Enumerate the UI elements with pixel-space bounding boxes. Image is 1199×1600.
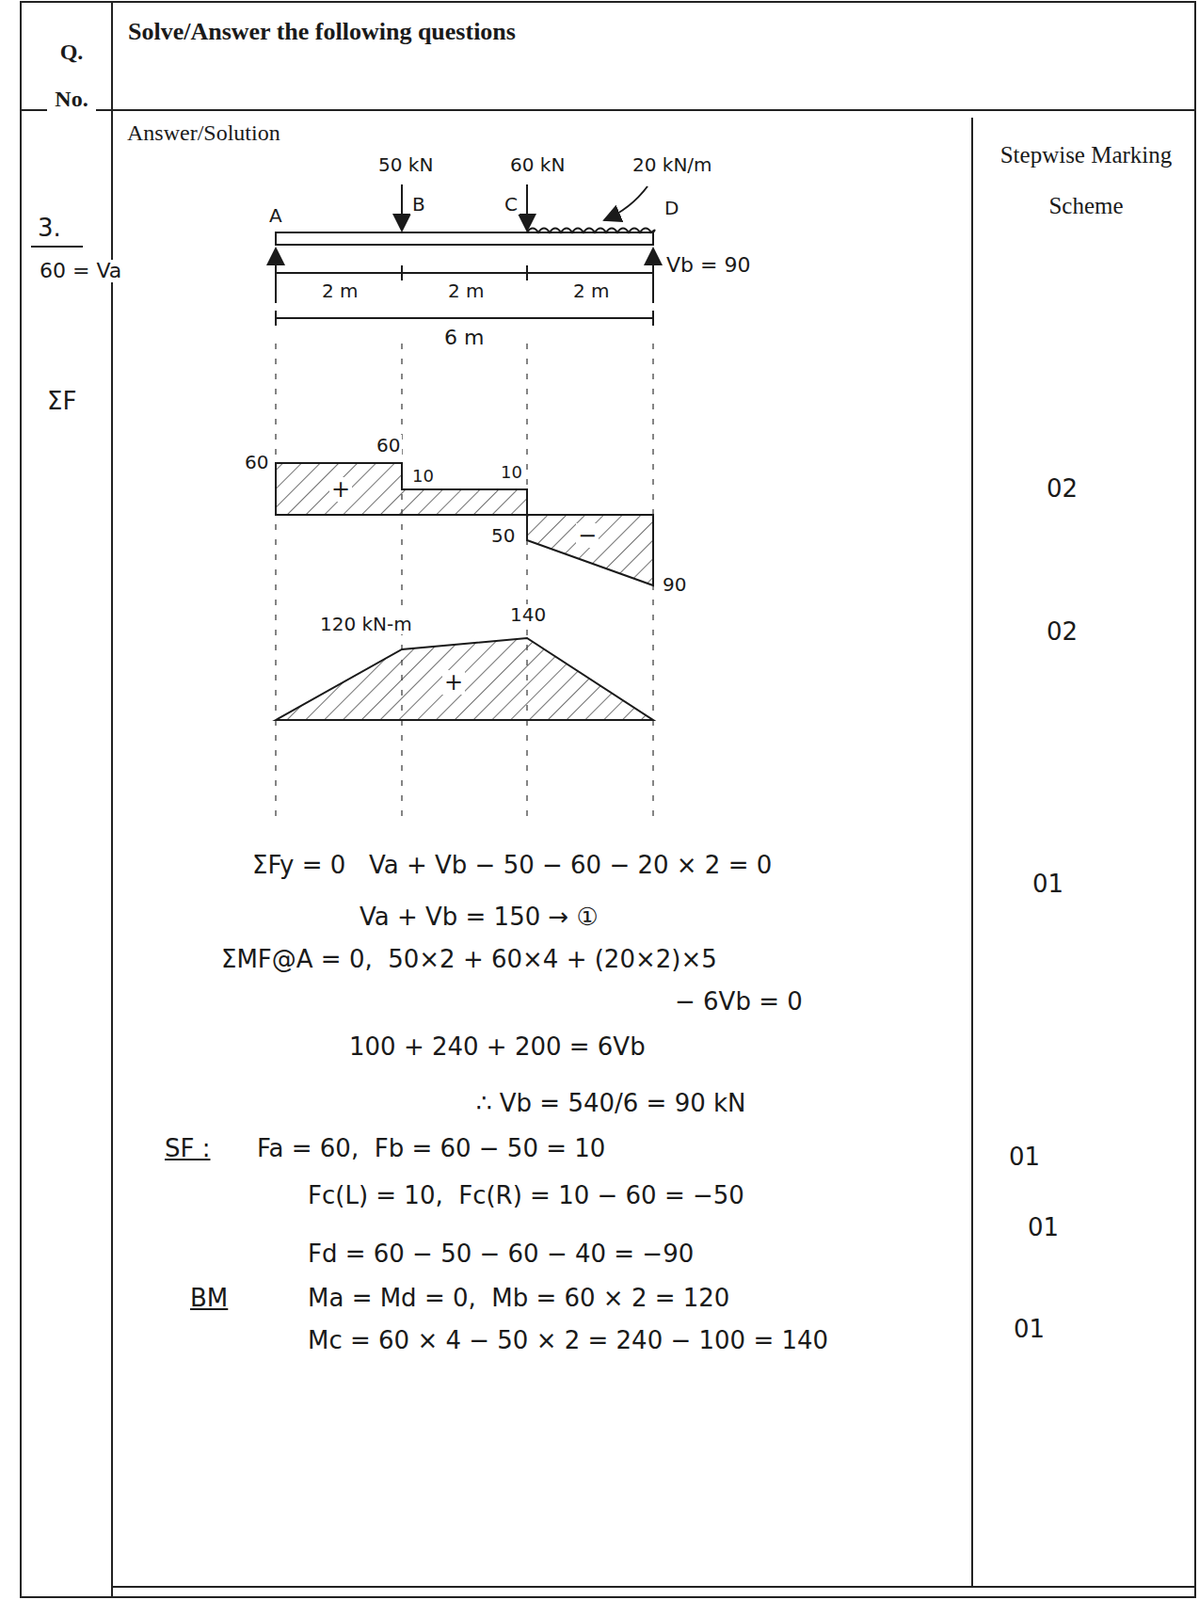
solution-text: SF :	[162, 1135, 212, 1163]
solution-text: ΣMF@A = 0, 50×2 + 60×4 + (20×2)×5	[219, 945, 720, 974]
solution-text: Va + Vb = 150 → ①	[357, 903, 601, 931]
diagram-label: 60 = Va	[37, 259, 124, 283]
solution-text: BM	[188, 1284, 230, 1312]
diagram-label: 10	[498, 463, 525, 482]
diagram-label: B	[410, 193, 428, 215]
question-number: 3.	[35, 214, 64, 242]
column-heading: Answer/Solution	[125, 120, 283, 145]
table-header: Q. No.	[47, 28, 96, 124]
diagram-label: C	[502, 193, 520, 215]
solution-text: Fa = 60, Fb = 60 − 50 = 10	[255, 1135, 608, 1163]
diagram-label: A	[267, 205, 285, 226]
diagram-label: Vb = 90	[664, 254, 752, 277]
diagram-label: 20 kN/m	[630, 154, 715, 176]
diagram-label: +	[329, 477, 352, 502]
diagram-label: 50 kN	[376, 154, 435, 176]
solution-text: Fd = 60 − 50 − 60 − 40 = −90	[305, 1240, 696, 1268]
diagram-label: ΣF	[45, 387, 79, 416]
solution-text: − 6Vb = 0	[672, 988, 805, 1016]
table-header: Solve/Answer the following questions	[126, 18, 518, 47]
mark-value: 01	[1007, 1143, 1042, 1171]
column-heading: Stepwise Marking Scheme	[990, 129, 1183, 232]
diagram-label: 2 m	[319, 280, 361, 302]
diagram-label: D	[662, 197, 681, 219]
diagram-label: 10	[410, 466, 436, 486]
diagram-label: 60	[374, 434, 402, 456]
diagram-label: 6 m	[442, 326, 486, 350]
solution-text: Mc = 60 × 4 − 50 × 2 = 240 − 100 = 140	[305, 1326, 831, 1355]
diagram-label: 50	[489, 525, 517, 546]
mark-value: 02	[1044, 475, 1080, 503]
solution-text: 100 + 240 + 200 = 6Vb	[347, 1033, 648, 1061]
diagram-label: 2 m	[571, 280, 612, 302]
mark-value: 01	[1025, 1214, 1061, 1242]
diagram-label: 60	[242, 451, 271, 473]
mark-value: 01	[1030, 870, 1066, 898]
diagram-label: +	[442, 670, 465, 695]
diagram-label: 60 kN	[508, 154, 567, 176]
diagram-label: 90	[660, 574, 688, 595]
solution-text: Ma = Md = 0, Mb = 60 × 2 = 120	[305, 1284, 732, 1312]
diagram-label: −	[575, 523, 599, 548]
diagram-label: 140	[508, 604, 548, 625]
diagram-label: 2 m	[446, 280, 487, 302]
solution-text: ∴ Vb = 540/6 = 90 kN	[474, 1089, 749, 1118]
solution-text: ΣFy = 0 Va + Vb − 50 − 60 − 20 × 2 = 0	[250, 851, 774, 880]
diagram-label: 120 kN-m	[318, 613, 415, 635]
mark-value: 02	[1044, 618, 1080, 646]
solution-text: Fc(L) = 10, Fc(R) = 10 − 60 = −50	[305, 1182, 747, 1210]
mark-value: 01	[1011, 1315, 1047, 1343]
